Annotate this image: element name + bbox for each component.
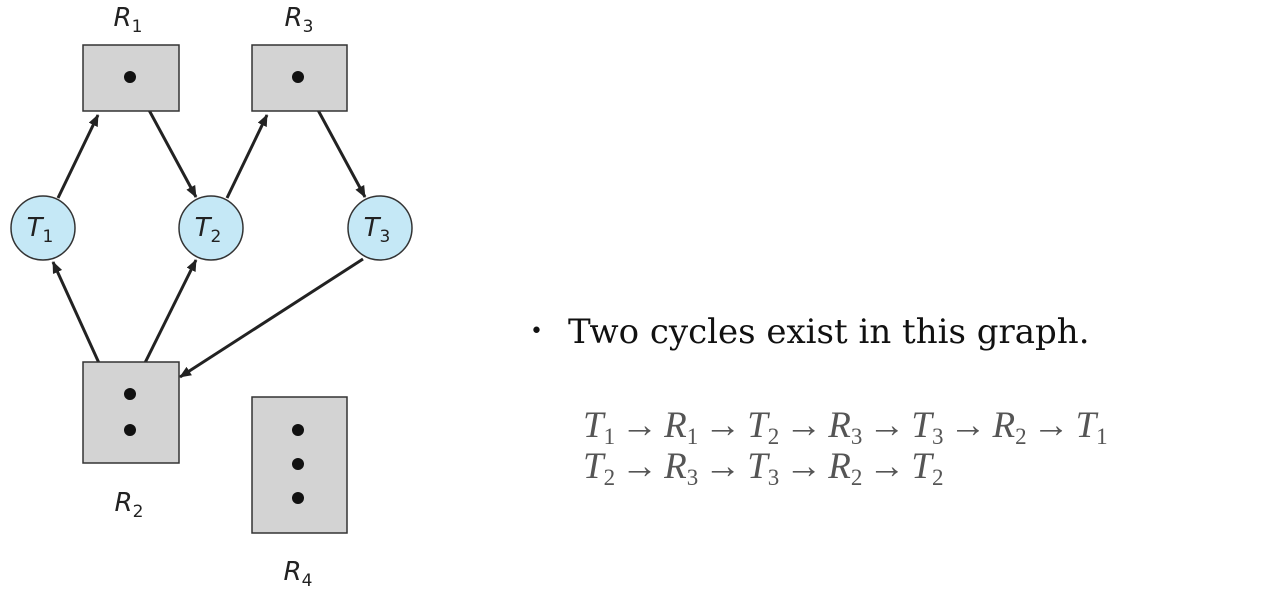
node-letter: R — [992, 405, 1016, 446]
node-letter: T — [747, 405, 768, 446]
label-letter: T — [195, 213, 213, 243]
cycle-node: T2 — [583, 446, 616, 490]
bullet-block: • Two cycles exist in this graph. — [530, 312, 1090, 352]
thread-circle — [347, 195, 413, 261]
thread-t2: T2 — [178, 195, 244, 261]
node-subscript: 3 — [767, 465, 780, 490]
arrow: → — [949, 405, 987, 446]
bullet-item: • Two cycles exist in this graph. — [530, 312, 1090, 352]
arrow: → — [785, 405, 823, 446]
cycle-node: R1 — [664, 405, 699, 449]
node-subscript: 3 — [850, 424, 863, 449]
instance-dot — [292, 458, 304, 470]
node-subscript: 1 — [686, 424, 699, 449]
label-letter: T — [27, 213, 45, 243]
edge-t3-to-r2 — [179, 257, 364, 379]
node-letter: T — [583, 446, 604, 487]
bullet-text: Two cycles exist in this graph. — [568, 312, 1090, 352]
thread-label: T3 — [364, 213, 391, 247]
node-letter: T — [911, 446, 932, 487]
instance-dot — [292, 492, 304, 504]
node-subscript: 3 — [931, 424, 944, 449]
cycle-node: R3 — [664, 446, 699, 490]
resource-label: R1 — [114, 3, 143, 37]
cycle-node: T3 — [747, 446, 780, 490]
instance-dot — [124, 71, 136, 83]
label-letter: R — [115, 488, 133, 518]
resource-label: R3 — [285, 3, 314, 37]
cycle-2: T2→R3→T3→R2→T2 — [583, 445, 943, 491]
label-subscript: 3 — [380, 227, 391, 247]
instance-dot — [124, 424, 136, 436]
thread-circle — [178, 195, 244, 261]
resource-label: R4 — [284, 557, 313, 591]
cycle-node: T1 — [583, 405, 616, 449]
resource-r3: R3 — [251, 3, 348, 112]
node-subscript: 2 — [603, 465, 616, 490]
label-subscript: 3 — [303, 17, 314, 37]
node-letter: R — [664, 446, 687, 487]
arrow: → — [1032, 405, 1070, 446]
label-letter: R — [284, 557, 302, 587]
label-letter: R — [285, 3, 303, 33]
node-letter: T — [747, 446, 768, 487]
arrow: → — [704, 446, 742, 487]
cycle-node: T2 — [747, 405, 780, 449]
node-letter: T — [911, 405, 932, 446]
cycle-1: T1→R1→T2→R3→T3→R2→T1 — [583, 404, 1108, 450]
resource-box — [82, 361, 180, 464]
resource-r1: R1 — [82, 3, 180, 112]
node-letter: T — [583, 405, 604, 446]
cycle-node: R3 — [828, 405, 863, 449]
resource-r4: R4 — [251, 396, 348, 591]
node-letter: R — [664, 405, 687, 446]
arrow: → — [621, 405, 659, 446]
node-letter: R — [828, 405, 851, 446]
node-subscript: 1 — [603, 424, 616, 449]
label-subscript: 2 — [133, 502, 144, 522]
node-subscript: 2 — [767, 424, 780, 449]
resource-r2: R2 — [82, 361, 180, 522]
instance-dot — [124, 388, 136, 400]
arrow: → — [621, 446, 659, 487]
edge-t1-to-r1 — [56, 114, 100, 199]
instance-dot — [292, 424, 304, 436]
label-letter: T — [364, 213, 382, 243]
thread-label: T1 — [27, 213, 54, 247]
arrow: → — [868, 446, 906, 487]
node-subscript: 1 — [1096, 424, 1108, 449]
label-letter: R — [114, 3, 132, 33]
arrow: → — [868, 405, 906, 446]
cycle-node: T2 — [911, 446, 944, 490]
resource-label: R2 — [115, 488, 144, 522]
thread-label: T2 — [195, 213, 222, 247]
label-subscript: 4 — [302, 571, 313, 591]
cycle-node: R2 — [992, 405, 1027, 449]
thread-t3: T3 — [347, 195, 413, 261]
label-subscript: 2 — [211, 227, 222, 247]
arrow: → — [785, 446, 823, 487]
node-subscript: 2 — [850, 465, 863, 490]
node-subscript: 2 — [931, 465, 944, 490]
cycle-node: T3 — [911, 405, 944, 449]
cycle-node: T1 — [1075, 405, 1108, 449]
node-letter: R — [828, 446, 851, 487]
node-letter: T — [1075, 405, 1097, 446]
cycle-node: R2 — [828, 446, 863, 490]
instance-dot — [292, 71, 304, 83]
edge-t2-to-r3 — [225, 114, 269, 199]
thread-circle — [10, 195, 76, 261]
arrow: → — [704, 405, 742, 446]
thread-t1: T1 — [10, 195, 76, 261]
bullet-dot: • — [530, 318, 543, 344]
label-subscript: 1 — [132, 17, 143, 37]
label-subscript: 1 — [43, 227, 54, 247]
node-subscript: 3 — [686, 465, 699, 490]
node-subscript: 2 — [1015, 424, 1027, 449]
